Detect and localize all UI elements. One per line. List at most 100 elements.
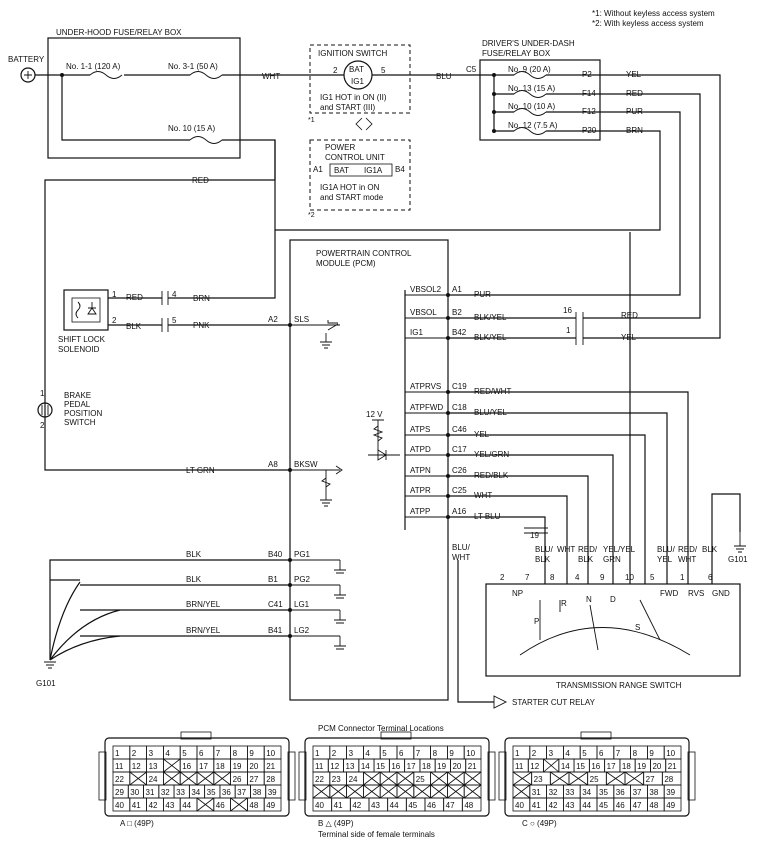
fuse-10: No. 10 (15 A) bbox=[168, 124, 215, 133]
pcm-c1: 1 bbox=[566, 326, 571, 335]
underdash-wire-2: PUR bbox=[626, 107, 643, 116]
trs-wire-4-a: YEL bbox=[620, 545, 636, 554]
terminal-17: 17 bbox=[199, 762, 208, 771]
pcm-title-1: POWERTRAIN CONTROL bbox=[316, 249, 412, 258]
trs-pin-6: 6 bbox=[708, 573, 713, 582]
shift-lock-solenoid-box bbox=[63, 289, 109, 331]
terminal-44: 44 bbox=[390, 801, 399, 810]
terminal-8: 8 bbox=[633, 749, 638, 758]
pcm-pin-c26: C26 bbox=[452, 466, 467, 475]
terminal-17: 17 bbox=[607, 762, 616, 771]
note-2: *2: With keyless access system bbox=[592, 19, 704, 28]
terminal-13: 13 bbox=[149, 762, 158, 771]
terminal-18: 18 bbox=[622, 762, 631, 771]
trs-pos-d: D bbox=[610, 595, 616, 604]
trs-pos-fwd: FWD bbox=[660, 589, 678, 598]
pcm-title-2: MODULE (PCM) bbox=[316, 259, 376, 268]
terminal-24: 24 bbox=[149, 775, 158, 784]
terminal-44: 44 bbox=[182, 801, 191, 810]
pcu-note-1: IG1A HOT in ON bbox=[320, 183, 380, 192]
terminal-46: 46 bbox=[616, 801, 625, 810]
trs-pos-np: NP bbox=[512, 589, 523, 598]
brake-label-3: POSITION bbox=[64, 409, 102, 418]
terminal-30: 30 bbox=[130, 788, 139, 797]
terminal-9: 9 bbox=[449, 749, 454, 758]
terminal-38: 38 bbox=[649, 788, 658, 797]
note-1: *1: Without keyless access system bbox=[592, 9, 715, 18]
trs-wire-0-a: BLU/ bbox=[535, 545, 554, 554]
solenoid-label-1: SHIFT LOCK bbox=[58, 335, 106, 344]
terminal-28: 28 bbox=[664, 775, 673, 784]
terminal-33: 33 bbox=[176, 788, 185, 797]
terminal-47: 47 bbox=[446, 801, 455, 810]
terminal-41: 41 bbox=[132, 801, 141, 810]
wire-red-label: RED bbox=[192, 176, 209, 185]
terminal-48: 48 bbox=[649, 801, 658, 810]
pcm-c19: 19 bbox=[530, 531, 539, 540]
terminal-7: 7 bbox=[616, 749, 621, 758]
pcm-pin-a8: A8 bbox=[268, 460, 278, 469]
solenoid-label-2: SOLENOID bbox=[58, 345, 100, 354]
brake-pin-2: 2 bbox=[40, 421, 45, 430]
underdash-fuse-1: No. 13 (15 A) bbox=[508, 84, 555, 93]
underhood-fuse-box bbox=[47, 37, 241, 159]
terminal-16: 16 bbox=[391, 762, 400, 771]
terminal-16: 16 bbox=[591, 762, 600, 771]
starter-arrow-icon bbox=[493, 695, 508, 709]
pcm-pin-b42: B42 bbox=[452, 328, 467, 337]
pcm-c16: 16 bbox=[563, 306, 572, 315]
trs-pos-p: P bbox=[534, 617, 539, 626]
terminal-43: 43 bbox=[165, 801, 174, 810]
sol-pin-2: 2 bbox=[112, 316, 117, 325]
underdash-pin-2: F12 bbox=[582, 107, 596, 116]
pcu-note-2: and START mode bbox=[320, 193, 384, 202]
pcm-left-wire-4: BRN/YEL bbox=[186, 600, 221, 609]
terminal-4: 4 bbox=[165, 749, 170, 758]
pcm-left-wire-3: BLK bbox=[186, 575, 202, 584]
trs-wire-6-b: WHT bbox=[678, 555, 696, 564]
terminal-28: 28 bbox=[266, 775, 275, 784]
ign-mark: *1 bbox=[308, 117, 315, 124]
underdash-pin-3: P20 bbox=[582, 126, 597, 135]
terminal-1: 1 bbox=[115, 749, 120, 758]
terminal-9: 9 bbox=[249, 749, 254, 758]
fuse-1-1: No. 1-1 (120 A) bbox=[66, 62, 121, 71]
pcm-sig-ig1: IG1 bbox=[410, 328, 423, 337]
sol-conn-5: 5 bbox=[172, 316, 177, 325]
wire-wht-label: WHT bbox=[262, 72, 280, 81]
terminal-19: 19 bbox=[233, 762, 242, 771]
terminal-15: 15 bbox=[576, 762, 585, 771]
terminal-18: 18 bbox=[422, 762, 431, 771]
terminal-10: 10 bbox=[266, 749, 275, 758]
terminal-31: 31 bbox=[146, 788, 155, 797]
pcm-sig-atpr: ATPR bbox=[410, 486, 431, 495]
terminal-42: 42 bbox=[149, 801, 158, 810]
pcm-sig-atpp: ATPP bbox=[410, 507, 430, 516]
trs-pin-4: 4 bbox=[575, 573, 580, 582]
pcm-pin-b2: B2 bbox=[452, 308, 462, 317]
terminal-39: 39 bbox=[666, 788, 675, 797]
underdash-wire-1: RED bbox=[626, 89, 643, 98]
terminal-37: 37 bbox=[237, 788, 246, 797]
terminal-35: 35 bbox=[599, 788, 608, 797]
trs-pin-10: 10 bbox=[625, 573, 634, 582]
underdash-title-2: FUSE/RELAY BOX bbox=[482, 49, 551, 58]
underhood-title: UNDER-HOOD FUSE/RELAY BOX bbox=[56, 28, 182, 37]
pcm-pin-c19: C19 bbox=[452, 382, 467, 391]
terminal-1: 1 bbox=[315, 749, 320, 758]
terminal-49: 49 bbox=[666, 801, 675, 810]
terminal-37: 37 bbox=[633, 788, 642, 797]
terminal-33: 33 bbox=[565, 788, 574, 797]
brake-pin-1: 1 bbox=[40, 389, 45, 398]
terminal-21: 21 bbox=[266, 762, 275, 771]
terminal-16: 16 bbox=[182, 762, 191, 771]
terminal-38: 38 bbox=[252, 788, 261, 797]
terminal-41: 41 bbox=[532, 801, 541, 810]
pcm-pin-c17: C17 bbox=[452, 445, 467, 454]
ignition-switch-box bbox=[309, 44, 411, 114]
terminal-9: 9 bbox=[649, 749, 654, 758]
terminal-32: 32 bbox=[161, 788, 170, 797]
terminal-6: 6 bbox=[599, 749, 604, 758]
terminal-14: 14 bbox=[561, 762, 570, 771]
